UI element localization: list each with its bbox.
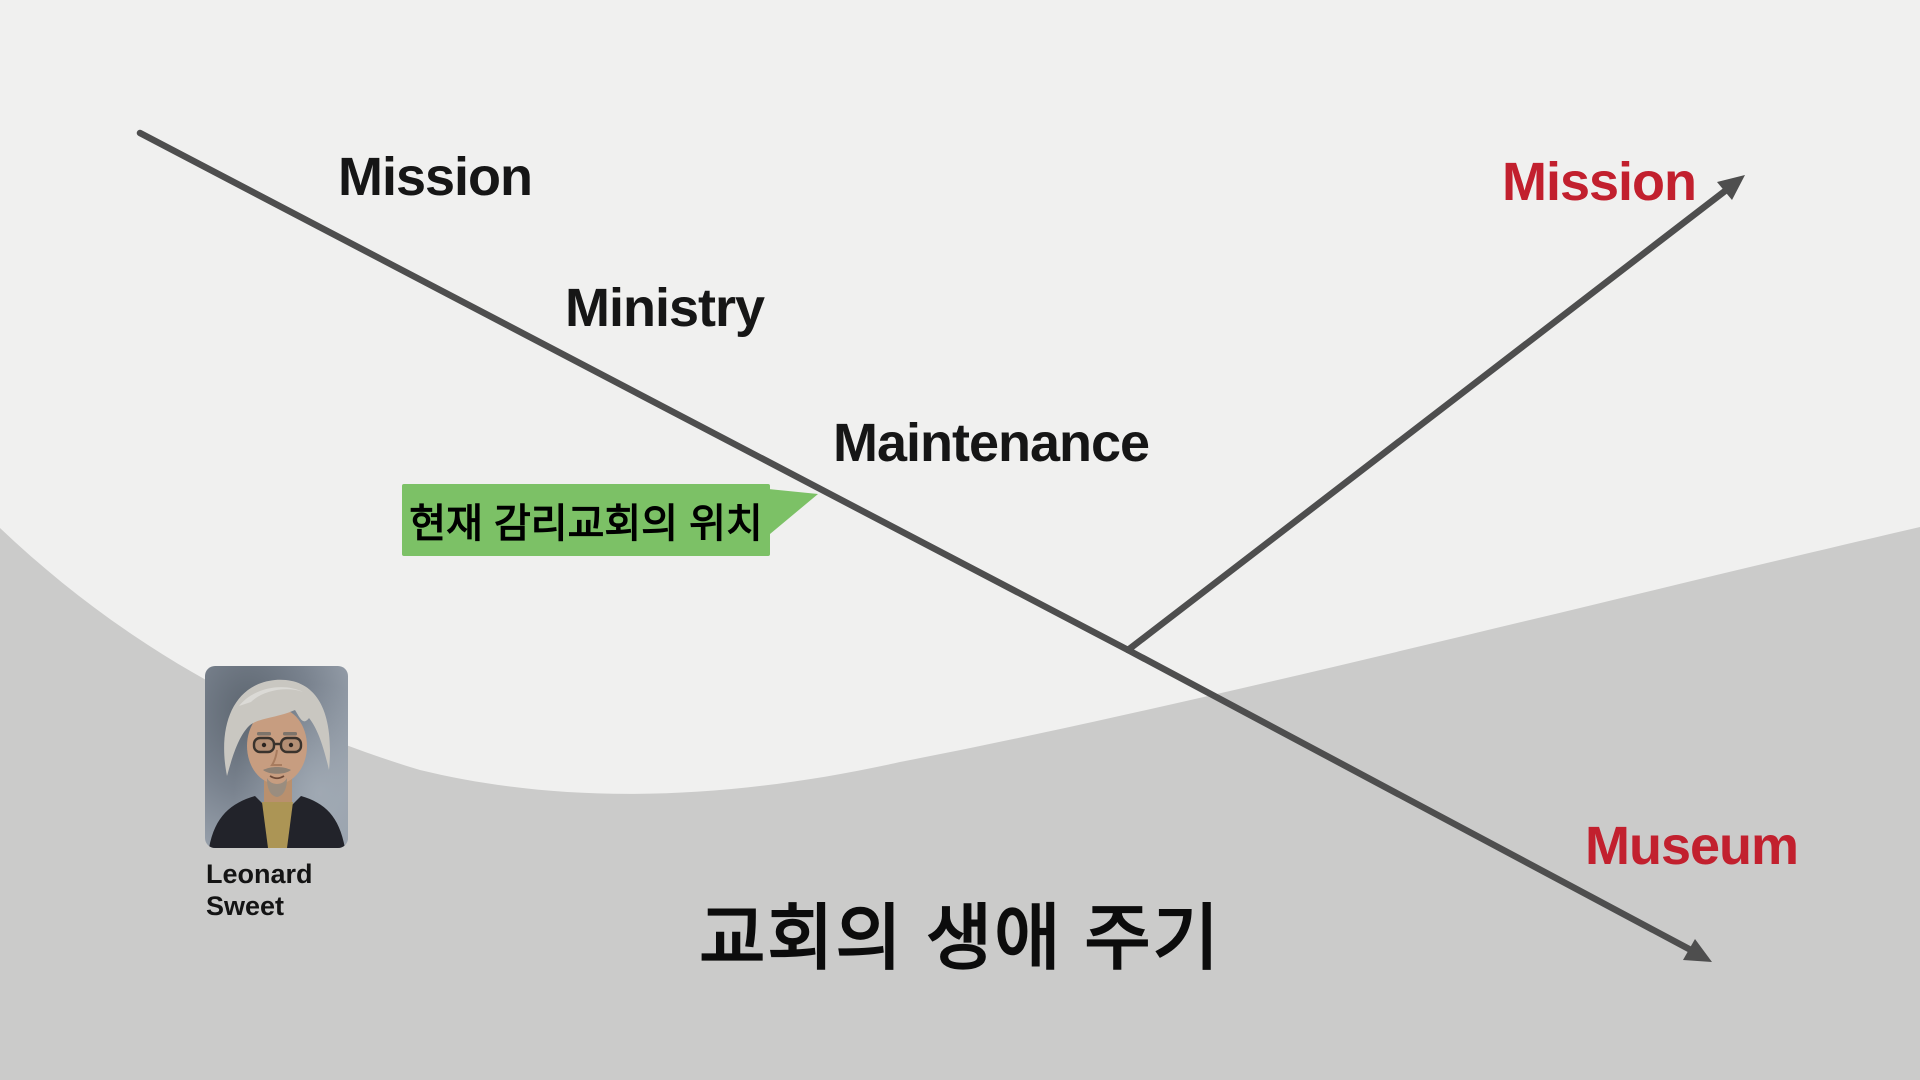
portrait-mustache [263, 767, 291, 774]
portrait-hair-highlight [239, 687, 303, 706]
label-mission-start: Mission [338, 147, 533, 207]
label-museum: Museum [1585, 816, 1799, 876]
label-maintenance: Maintenance [833, 413, 1150, 473]
label-mission-rise: Mission [1502, 152, 1697, 212]
portrait-eye-right [288, 742, 294, 748]
attribution-name: Leonard Sweet [206, 859, 313, 922]
portrait-hair [224, 679, 330, 776]
portrait-shirt [262, 802, 293, 848]
portrait-eye-left [261, 742, 267, 748]
decline-arrowhead [1683, 939, 1712, 962]
portrait-nose [270, 749, 282, 766]
portrait-mouth [269, 775, 285, 780]
callout-text: 현재 감리교회의 위치 [409, 502, 763, 546]
portrait-face [247, 708, 307, 784]
label-ministry: Ministry [565, 278, 765, 338]
portrait-goatee [267, 778, 287, 797]
portrait-photo [205, 666, 348, 848]
portrait-eyebrow-left [257, 732, 271, 736]
rise-arrowhead [1717, 175, 1745, 200]
wave-shape [0, 527, 1920, 1080]
portrait-eyebrow-right [283, 732, 297, 736]
slide-title: 교회의 생애 주기 [699, 899, 1221, 979]
portrait-drawing [205, 666, 348, 848]
rise-line [1124, 187, 1729, 654]
callout-current-position: 현재 감리교회의 위치 [402, 484, 770, 556]
